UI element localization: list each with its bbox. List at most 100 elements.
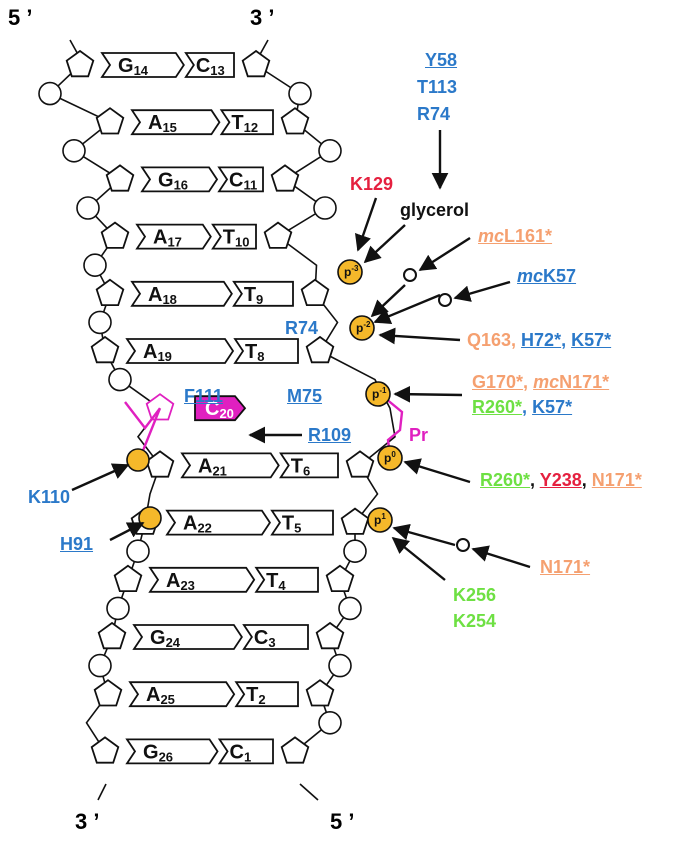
base-right <box>233 338 299 364</box>
phosphate-circle <box>88 310 112 335</box>
residue-h91: H91 <box>60 534 94 554</box>
phosphate-circle <box>318 710 342 735</box>
base-number-right: 1 <box>244 749 251 764</box>
strand-label-top-left: 5 ’ <box>8 5 33 30</box>
phosphate-superscript: 1 <box>381 512 386 521</box>
residue-g170: G170* <box>472 372 524 392</box>
water-molecule <box>438 293 452 307</box>
base-right <box>234 681 299 708</box>
phosphate-circle <box>62 139 86 163</box>
sugar-left <box>145 450 175 478</box>
strand-label-bottom-right: 5 ’ <box>330 809 355 834</box>
contact-arrow <box>392 523 456 547</box>
phosphate-circle <box>83 253 107 278</box>
phosphate-labelled <box>367 507 393 533</box>
base-number-left: 16 <box>174 177 188 192</box>
base-number-left: 17 <box>167 235 181 250</box>
sugar-right <box>315 621 345 650</box>
residue-k57-star: K57* <box>532 397 573 417</box>
sugar-left <box>105 164 135 192</box>
base-right <box>279 452 339 479</box>
phosphate-circle <box>313 196 337 220</box>
sugar-right <box>263 221 293 249</box>
residue-k57: K57 <box>543 266 577 286</box>
residue-k110: K110 <box>28 487 71 507</box>
base-number-right: 9 <box>256 292 263 307</box>
base-right <box>211 223 257 250</box>
phosphate-circle <box>328 653 352 678</box>
contact-group-p-2: Q163, H72*, K57* <box>467 330 611 350</box>
base-left <box>132 624 243 650</box>
sugar-left <box>145 393 175 421</box>
base-right <box>184 52 235 78</box>
phosphate-labelled <box>337 259 363 285</box>
base-number-left: 24 <box>166 635 181 650</box>
sugar-right <box>280 736 310 764</box>
residue-r260: R260* <box>472 397 523 417</box>
phosphate-circle <box>126 539 150 564</box>
phosphate-circle <box>108 367 132 392</box>
sugar-left <box>97 621 127 650</box>
sugar-right <box>300 278 330 307</box>
phosphate-circle <box>106 596 130 621</box>
phosphate-circle <box>338 596 362 621</box>
base-number-left: 25 <box>160 692 174 707</box>
ligand-glycerol: glycerol <box>400 200 470 220</box>
flipped-base-number: 20 <box>219 406 233 421</box>
sugar-right <box>305 679 335 707</box>
contact-arrow <box>471 545 531 569</box>
phosphate-labelled <box>349 315 375 341</box>
water-molecule <box>456 538 470 552</box>
residue-k256: K256 <box>453 585 497 605</box>
separator: , <box>581 470 592 490</box>
sugar-right <box>270 164 300 192</box>
phosphate-labelled <box>377 445 403 471</box>
water-molecule <box>403 268 417 282</box>
phosphate-labelled <box>365 381 391 407</box>
sugar-right <box>325 564 355 592</box>
residue-q163: Q163, <box>467 330 522 350</box>
base-number-left: 21 <box>212 463 226 478</box>
mc-prefix: mc <box>533 372 560 392</box>
sugar-left <box>90 335 120 364</box>
phosphate-superscript: -2 <box>363 320 371 329</box>
sugar-right <box>345 450 375 478</box>
base-left <box>130 109 221 136</box>
contact-group-p-1-line2: R260*, K57* <box>472 397 572 417</box>
contact-arrow <box>378 327 461 345</box>
phosphate-circle <box>343 539 367 564</box>
residue-mcl161: mcL161* <box>478 226 552 246</box>
base-right <box>242 624 309 650</box>
base-number-right: 6 <box>303 463 310 478</box>
residue-k57-star: K57* <box>571 330 612 350</box>
strand-end <box>97 783 107 801</box>
contact-arrow <box>418 236 471 272</box>
base-number-right: 12 <box>244 120 258 135</box>
phosphate-circle <box>76 196 100 220</box>
sugar-left <box>113 564 143 592</box>
residue-t113: T113 <box>417 77 458 97</box>
contact-arrows <box>71 130 531 581</box>
contact-arrow <box>391 536 446 581</box>
residue-r74-top: R74 <box>417 104 451 124</box>
residue-k254: K254 <box>453 611 497 631</box>
base-left <box>125 338 235 364</box>
base-number-right: 10 <box>235 235 249 250</box>
contact-arrow <box>109 521 145 542</box>
base-left <box>135 223 212 250</box>
base-number-right: 5 <box>294 521 301 536</box>
residue-h72: H72* <box>521 330 562 350</box>
residue-y238: Y238 <box>539 470 582 490</box>
residue-n171: N171* <box>591 470 642 490</box>
base-left <box>125 738 219 765</box>
base-number-left: 22 <box>197 521 211 536</box>
phosphate-orange <box>138 506 162 530</box>
base-number-right: 3 <box>268 635 275 650</box>
base-number-left: 14 <box>134 63 149 78</box>
strand-label-top-right: 3 ’ <box>250 5 275 30</box>
contact-group-p0: R260*, Y238, N171* <box>480 470 642 490</box>
residue-l161: L161* <box>504 226 553 246</box>
base-left <box>148 566 256 593</box>
